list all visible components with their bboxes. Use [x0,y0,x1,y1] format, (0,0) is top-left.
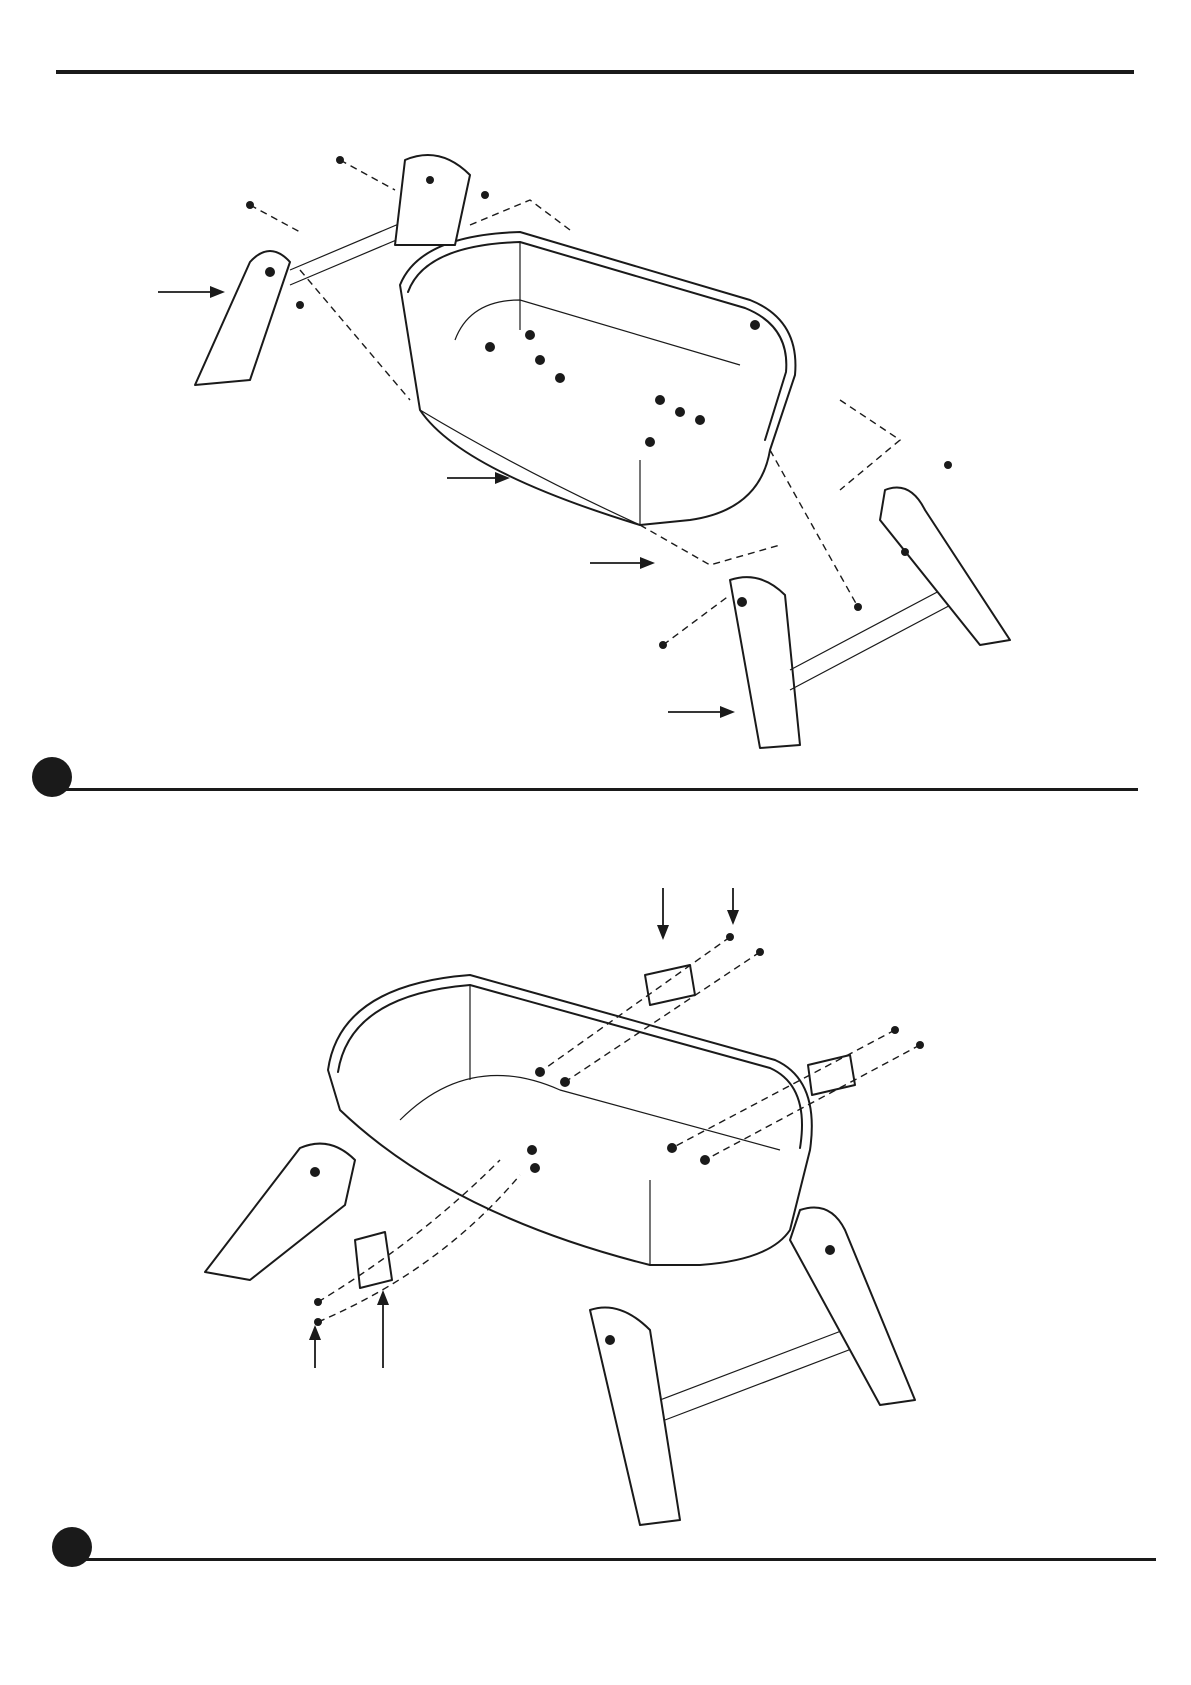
step-2-exploded-diagram [0,0,1191,1560]
assembled-basin [328,975,812,1265]
